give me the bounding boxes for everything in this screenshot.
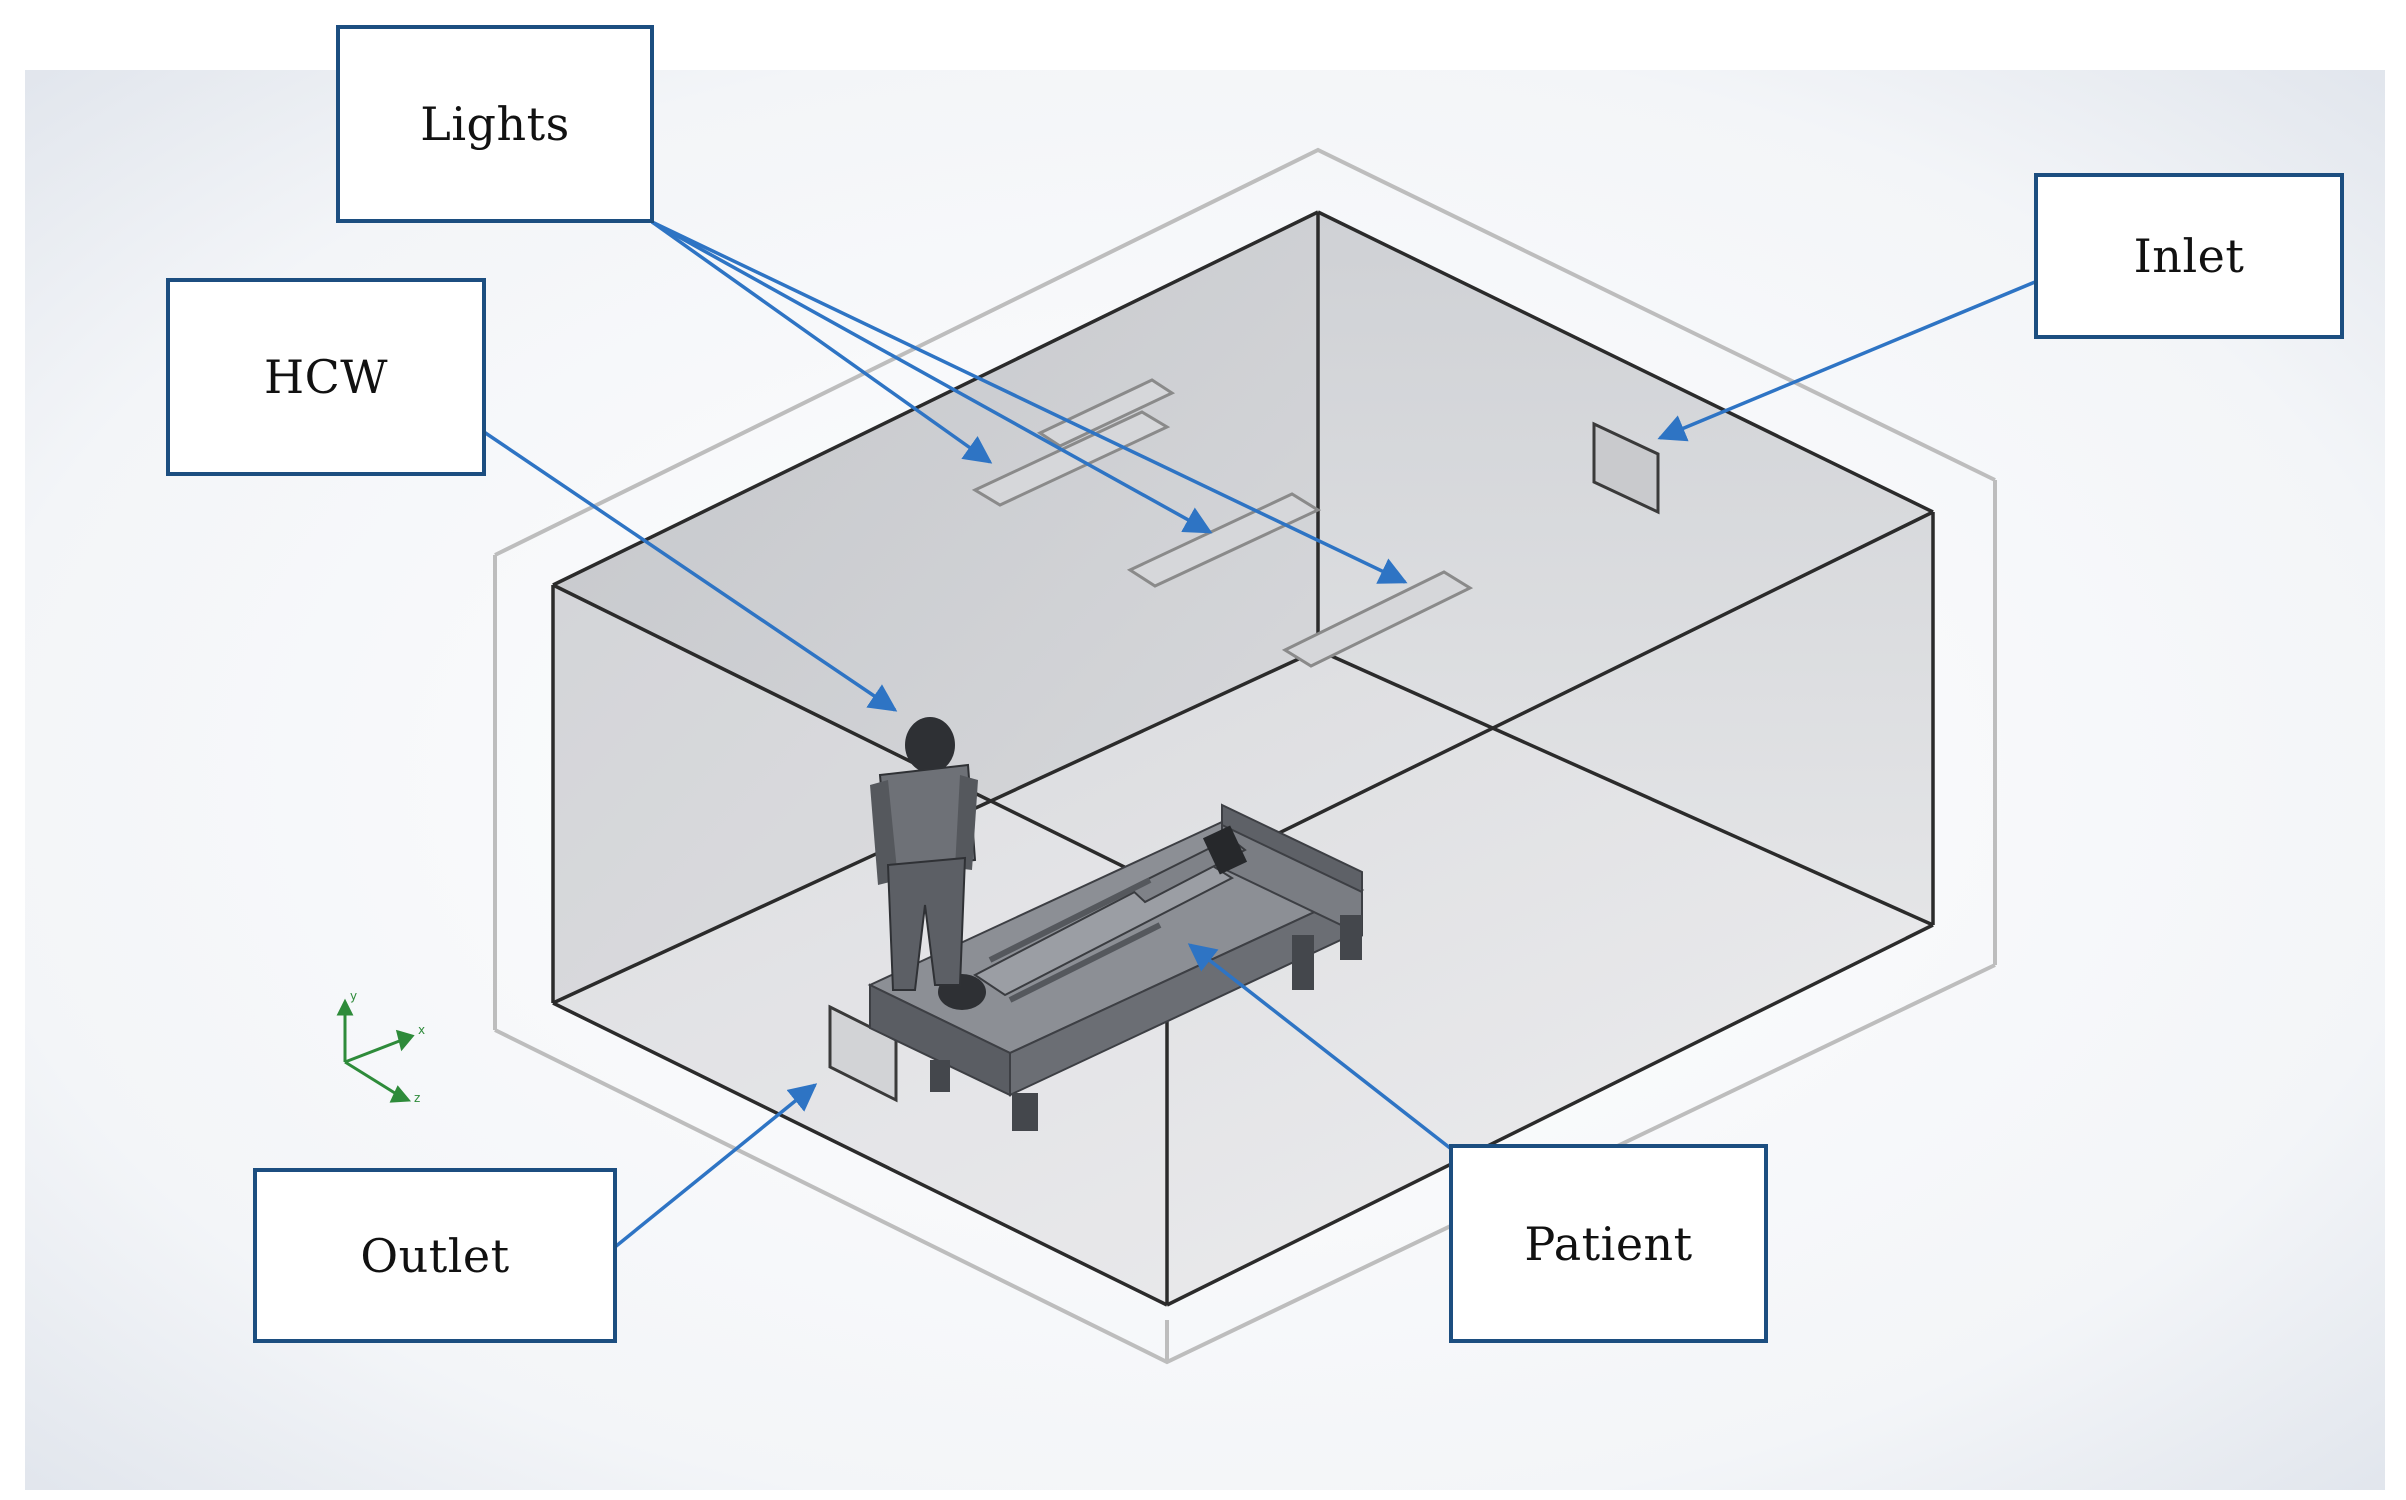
patient-arm (988, 877, 1152, 963)
triad-y-label: y (350, 989, 357, 1003)
patient-figure (938, 825, 1248, 1010)
patient-body (973, 856, 1235, 997)
bed-leg (930, 1060, 950, 1092)
right-back-wall (1318, 212, 1933, 925)
outer-domain-outline (493, 147, 1997, 1365)
hcw-label: HCW (263, 350, 389, 404)
hcw-left-arm (870, 780, 898, 885)
patient-feet (1202, 825, 1248, 875)
callout-arrows (483, 220, 2036, 1249)
arrow-lights-1 (650, 220, 993, 464)
inlet-callout-box: Inlet (2034, 173, 2344, 339)
outlet-label: Outlet (360, 1228, 510, 1283)
bed-leg (1340, 915, 1362, 960)
arrow-inlet (1657, 280, 2036, 442)
bed-leg (1292, 935, 1314, 990)
patient-label: Patient (1524, 1216, 1693, 1271)
patient-arm (1008, 922, 1162, 1003)
bed-leg (1012, 1093, 1038, 1131)
hcw-head (905, 717, 955, 773)
light-fixture-1 (971, 410, 1171, 507)
coordinate-triad (336, 998, 415, 1103)
bed-footboard (1221, 803, 1363, 894)
arrow-lights-2 (651, 220, 1213, 534)
patient-callout-box: Patient (1449, 1144, 1768, 1343)
lights-callout-box: Lights (336, 25, 654, 223)
hcw-figure (870, 717, 978, 991)
hcw-callout-box: HCW (166, 278, 486, 476)
outlet-callout-box: Outlet (253, 1168, 617, 1343)
inlet-vent (1592, 421, 1660, 515)
triad-x-label: x (418, 1023, 425, 1037)
light-fixture-3 (1281, 570, 1474, 668)
arrow-patient (1187, 943, 1452, 1150)
light-fixture-4 (1036, 378, 1176, 448)
hcw-legs (886, 856, 967, 991)
hcw-right-arm (955, 775, 978, 870)
inlet-label: Inlet (2133, 229, 2245, 283)
arrow-outlet (613, 1083, 818, 1249)
lights-label: Lights (420, 97, 570, 151)
triad-z-label: z (414, 1091, 420, 1105)
arrow-lights-3 (651, 220, 1408, 584)
arrow-hcw (483, 430, 898, 712)
